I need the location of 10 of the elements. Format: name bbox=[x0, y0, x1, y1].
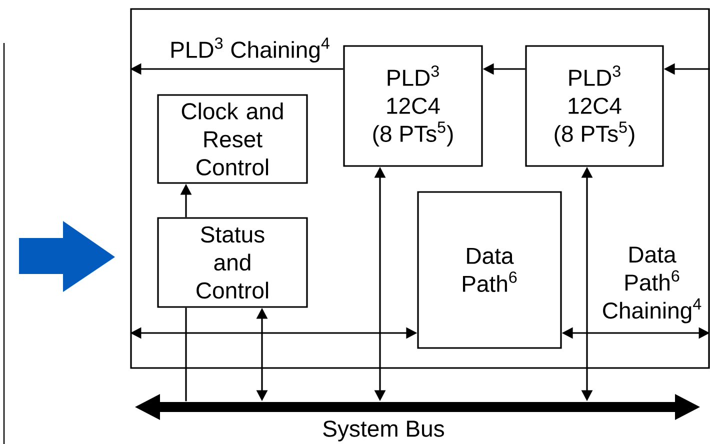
bus-bar bbox=[135, 394, 700, 420]
process-box: PLD$^{3}$ 12C4 (8 PTs$^{5}$) bbox=[525, 45, 664, 167]
process-box: Status and Control bbox=[157, 217, 308, 308]
process-box: Data Path$^{6}$ bbox=[417, 191, 562, 349]
edge-label: PLD$^{3}$ Chaining$^{4}$ bbox=[168, 36, 332, 64]
block-frame bbox=[130, 8, 710, 369]
process-box: PLD$^{3}$ 12C4 (8 PTs$^{5}$) bbox=[343, 45, 483, 167]
edge-label: Data Path$^{6}$ Chaining$^{4}$ bbox=[598, 246, 706, 324]
bus-label: System Bus bbox=[323, 420, 444, 442]
process-box: Clock and Reset Control bbox=[157, 94, 308, 184]
